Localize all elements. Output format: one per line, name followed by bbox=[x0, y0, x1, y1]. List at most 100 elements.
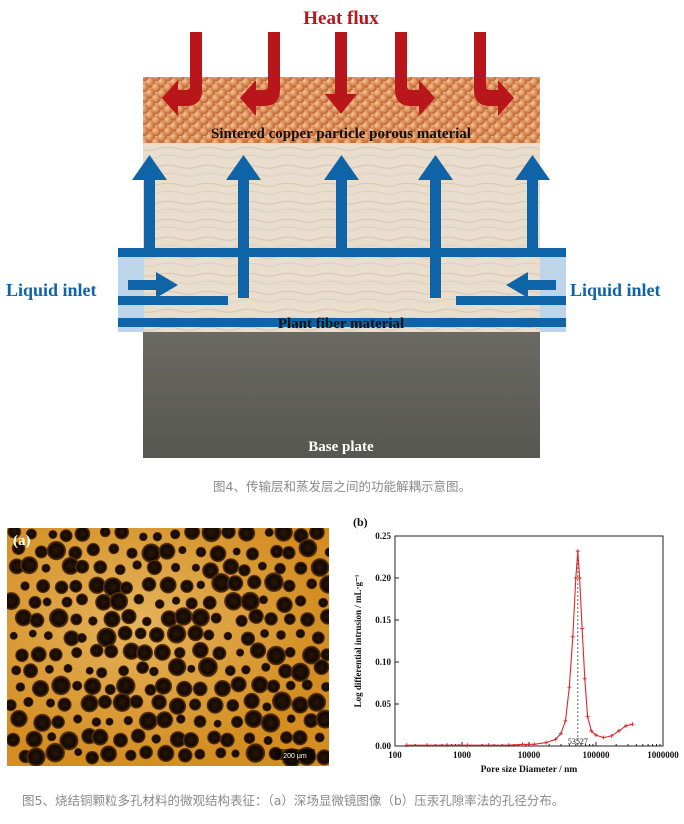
pore bbox=[59, 529, 73, 543]
pore bbox=[294, 561, 308, 575]
scale-bar-label: 200 μm bbox=[283, 753, 307, 760]
pore bbox=[177, 748, 193, 763]
data-point bbox=[445, 743, 450, 748]
pore bbox=[311, 631, 325, 645]
pore bbox=[54, 580, 69, 595]
pore bbox=[51, 675, 71, 696]
pore bbox=[324, 547, 329, 558]
pore bbox=[272, 691, 292, 712]
pore bbox=[224, 665, 236, 677]
pore bbox=[96, 627, 117, 648]
data-point bbox=[567, 685, 572, 690]
data-point bbox=[570, 634, 575, 639]
data-point bbox=[616, 728, 621, 733]
pore bbox=[240, 591, 260, 612]
liquid-inlet-right-label: Liquid inlet bbox=[570, 280, 661, 300]
pore bbox=[223, 631, 233, 641]
pore bbox=[260, 629, 270, 638]
pore bbox=[153, 643, 171, 661]
pore bbox=[74, 748, 83, 757]
pore bbox=[185, 597, 198, 610]
pore bbox=[230, 676, 247, 693]
pore bbox=[236, 648, 245, 657]
pore bbox=[259, 595, 268, 605]
pore bbox=[321, 681, 329, 692]
functional-decoupling-diagram: Heat flux Sintered copper particle porou… bbox=[6, 8, 661, 458]
pore bbox=[68, 546, 83, 560]
pore bbox=[191, 563, 200, 572]
pore bbox=[257, 561, 267, 571]
pore bbox=[187, 664, 196, 673]
pore bbox=[123, 715, 133, 726]
pore bbox=[151, 734, 161, 744]
pore bbox=[121, 608, 137, 625]
pore bbox=[243, 732, 256, 744]
pore bbox=[227, 575, 244, 592]
sintered-copper-label: Sintered copper particle porous material bbox=[211, 126, 471, 142]
pore bbox=[105, 717, 114, 726]
pore bbox=[178, 546, 187, 555]
data-point bbox=[544, 740, 549, 745]
pore bbox=[157, 744, 175, 762]
pore bbox=[187, 625, 204, 642]
pore bbox=[284, 646, 296, 658]
y-tick-label: 0.20 bbox=[375, 573, 391, 583]
pore bbox=[132, 560, 142, 570]
pore bbox=[300, 612, 315, 627]
pore bbox=[139, 532, 148, 542]
pore bbox=[214, 680, 231, 697]
pore bbox=[294, 595, 307, 607]
pore bbox=[193, 715, 207, 728]
pore bbox=[91, 717, 102, 727]
pore bbox=[303, 713, 319, 729]
pore bbox=[264, 528, 274, 537]
pore bbox=[30, 646, 47, 663]
pore bbox=[290, 662, 310, 682]
pore bbox=[57, 697, 72, 712]
pore bbox=[222, 558, 240, 575]
figure4-caption: 图4、传输层和蒸发层之间的功能解耦示意图。 bbox=[213, 479, 471, 494]
pore bbox=[251, 676, 269, 694]
pore bbox=[118, 665, 129, 677]
pore bbox=[97, 694, 112, 709]
pore bbox=[302, 645, 321, 665]
pore bbox=[20, 581, 30, 591]
pore bbox=[72, 680, 83, 691]
pore bbox=[180, 579, 194, 593]
pore bbox=[174, 607, 193, 626]
pore bbox=[142, 616, 152, 627]
pore bbox=[170, 562, 181, 573]
pore bbox=[75, 559, 90, 574]
pore bbox=[215, 747, 227, 759]
pore bbox=[48, 530, 58, 539]
pore bbox=[104, 644, 119, 659]
data-point bbox=[424, 743, 429, 748]
pore bbox=[209, 545, 227, 563]
pore bbox=[14, 609, 33, 627]
pore bbox=[151, 694, 167, 710]
pore bbox=[264, 612, 278, 626]
pore bbox=[283, 613, 296, 625]
pore bbox=[41, 563, 51, 573]
pore bbox=[184, 528, 201, 540]
pore bbox=[7, 699, 17, 712]
pore bbox=[298, 538, 318, 558]
pore bbox=[201, 528, 222, 543]
pore bbox=[119, 581, 133, 595]
pore bbox=[156, 711, 174, 729]
dark-field-micrograph: (a) 200 μm bbox=[7, 528, 329, 766]
plot-frame bbox=[394, 535, 664, 747]
pore bbox=[191, 608, 210, 627]
pore bbox=[244, 709, 263, 729]
pore bbox=[266, 645, 287, 666]
data-point bbox=[630, 722, 635, 727]
series-line bbox=[406, 551, 633, 746]
pore bbox=[291, 696, 309, 714]
pore bbox=[74, 528, 91, 542]
data-point bbox=[577, 576, 582, 580]
data-point bbox=[520, 742, 525, 747]
pore bbox=[73, 714, 83, 724]
pore bbox=[88, 616, 98, 626]
pore bbox=[282, 546, 296, 560]
